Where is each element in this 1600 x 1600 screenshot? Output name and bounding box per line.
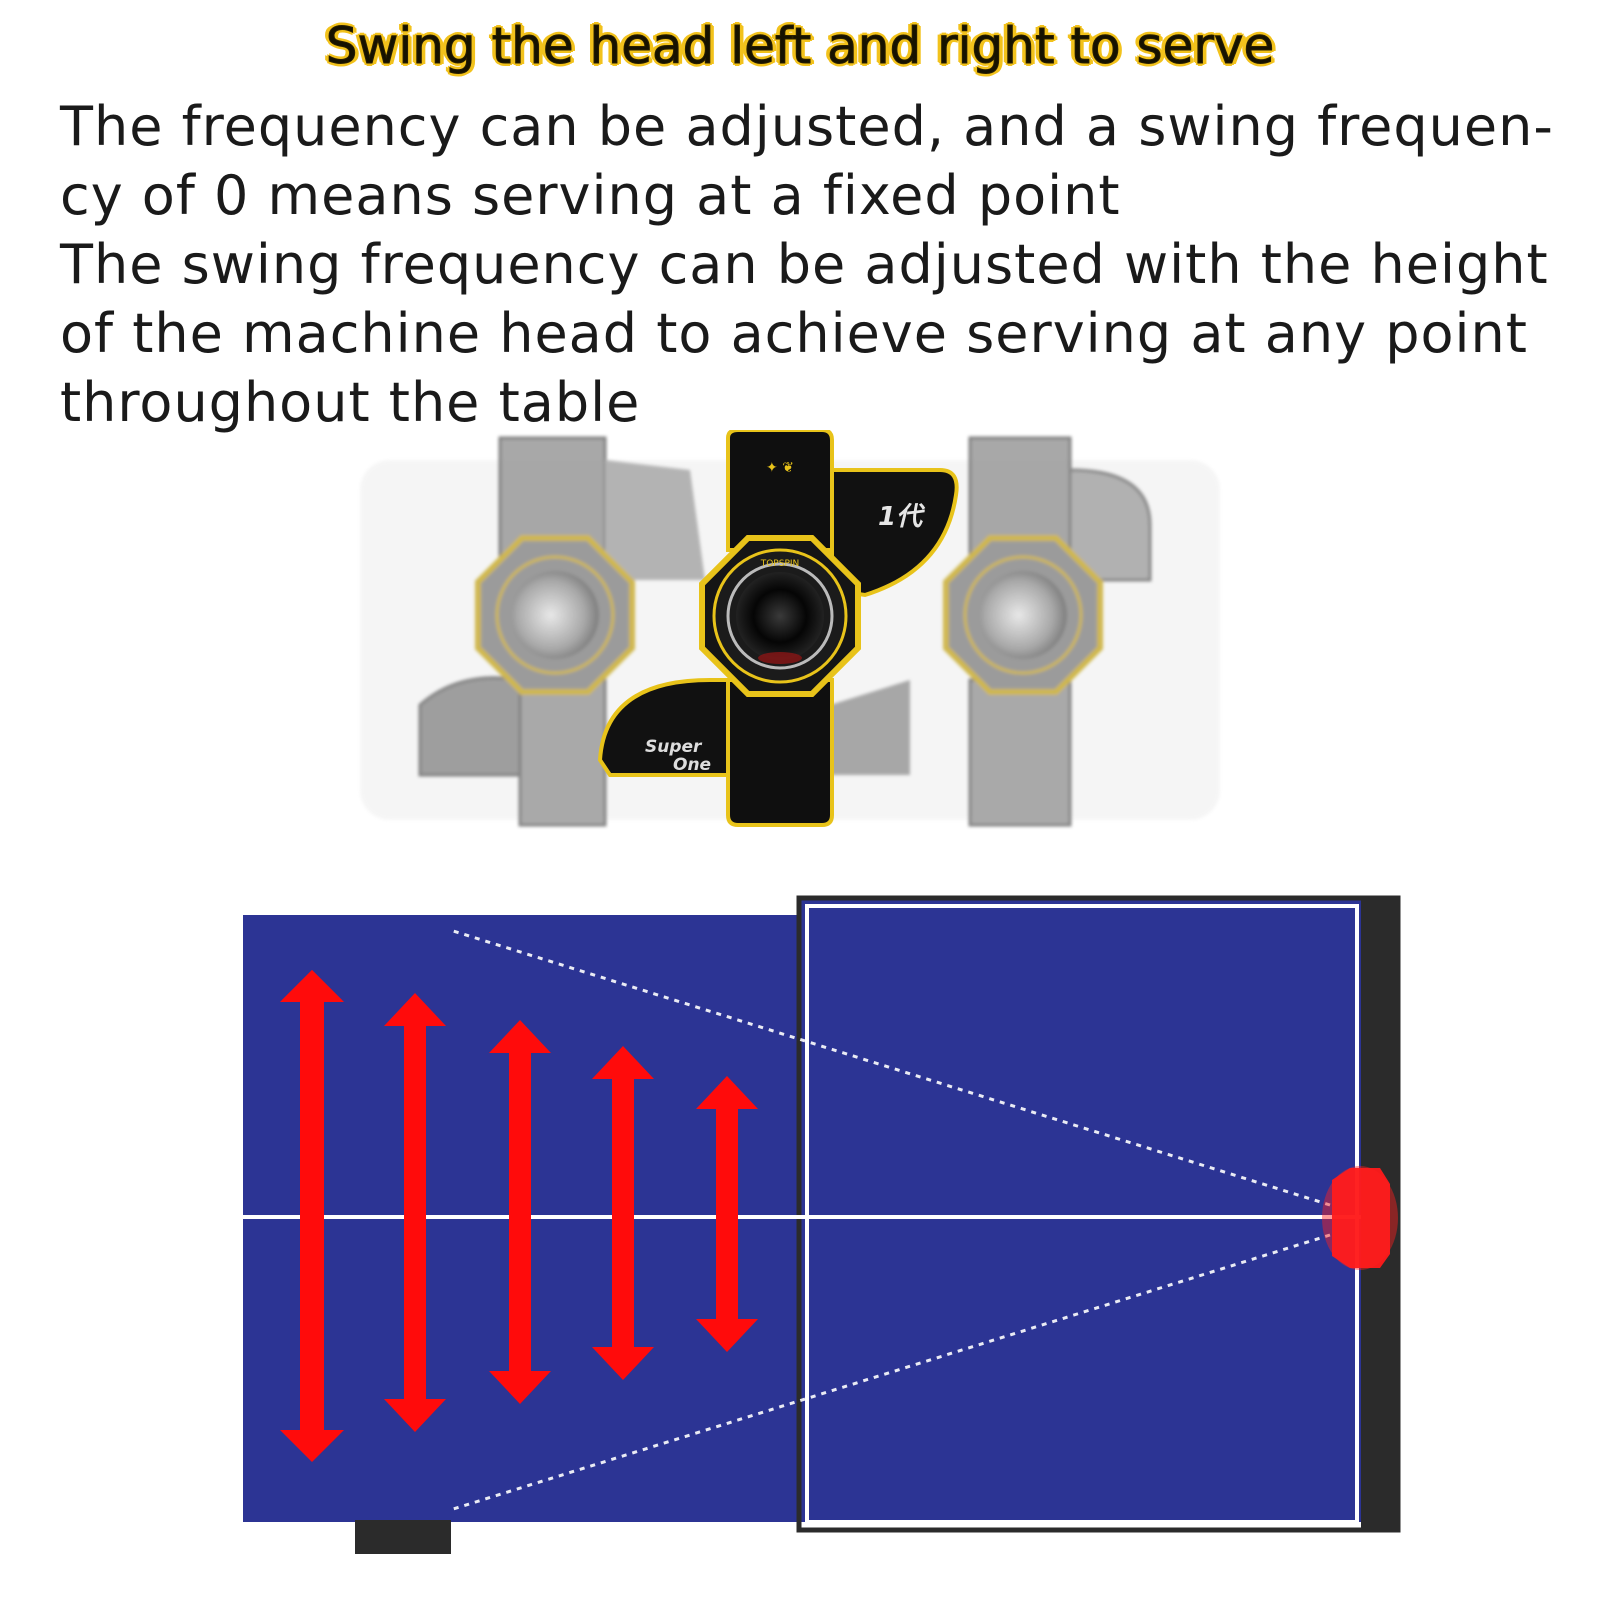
machine-position-marker: [1322, 1166, 1398, 1270]
machine-head-swing-illustration: ✦ ❦ 1代 TOPSPIN Super One: [360, 430, 1220, 827]
swing-arrow-4: [592, 1046, 654, 1380]
swing-arrow-1: [280, 970, 344, 1462]
swing-arrows: [280, 970, 758, 1462]
frequency-description: The frequency can be adjusted, and a swi…: [60, 92, 1560, 230]
headline: Swing the head left and right to serve: [0, 14, 1600, 78]
height-description: The swing frequency can be adjusted with…: [60, 230, 1560, 437]
height-description-line-2: of the machine head to achieve serving a…: [60, 302, 1528, 365]
height-description-line-1: The swing frequency can be adjusted with…: [60, 233, 1549, 296]
frequency-description-line-2: cy of 0 means serving at a fixed point: [60, 164, 1121, 227]
dial-label: TOPSPIN: [760, 559, 800, 569]
table-leg: [355, 1520, 451, 1554]
machine-ghost-right: [830, 436, 1152, 827]
swing-arrow-2: [384, 993, 446, 1432]
model-label: 1代: [878, 502, 926, 532]
machine-ghost-left: [418, 436, 705, 827]
table-serving-diagram: [243, 895, 1401, 1554]
brand-label-line-1: Super: [645, 737, 703, 757]
swing-arrow-3: [489, 1020, 551, 1404]
height-description-line-3: throughout the table: [60, 371, 641, 434]
machine-head-center: ✦ ❦ 1代 TOPSPIN Super One: [597, 430, 959, 827]
svg-text:✦ ❦: ✦ ❦: [766, 460, 794, 476]
table-near-half: [801, 900, 1361, 1522]
swing-arrow-5: [696, 1076, 758, 1352]
headline-text: Swing the head left and right to serve: [325, 17, 1275, 76]
frequency-description-line-1: The frequency can be adjusted, and a swi…: [60, 95, 1554, 158]
brand-label-line-2: One: [673, 755, 711, 775]
